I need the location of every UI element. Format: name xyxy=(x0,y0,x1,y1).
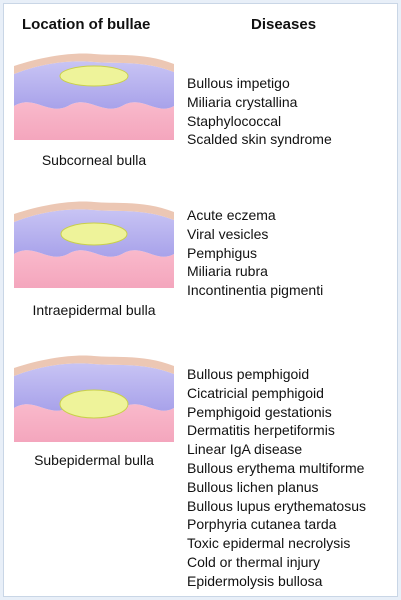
intraepidermal-caption: Intraepidermal bulla xyxy=(32,302,156,318)
bulla-shape xyxy=(60,222,128,246)
list-item: Miliaria rubra xyxy=(187,263,268,280)
list-item: Staphylococcal xyxy=(187,112,282,129)
bulla-shape xyxy=(59,65,129,87)
list-item: Viral vesicles xyxy=(187,225,269,242)
stratum-corneum-layer xyxy=(14,355,174,376)
stratum-corneum-layer xyxy=(14,53,174,74)
bulla-shape xyxy=(59,389,129,419)
subepidermal-disease-list: Bullous pemphigoid Cicatricial pemphigoi… xyxy=(187,365,366,591)
intraepidermal-bulla-diagram xyxy=(14,201,174,288)
subcorneal-caption: Subcorneal bulla xyxy=(41,152,147,168)
dermis-layer xyxy=(14,250,174,288)
list-item: Cicatricial pemphigoid xyxy=(187,384,324,401)
list-item: Bullous lichen planus xyxy=(187,478,319,495)
list-item: Epidermolysis bullosa xyxy=(187,572,323,589)
list-item: Toxic epidermal necrolysis xyxy=(187,535,351,552)
list-item: Bullous erythema multiforme xyxy=(187,459,365,476)
list-item: Cold or thermal injury xyxy=(187,553,321,570)
list-item: Bullous impetigo xyxy=(187,75,290,91)
stratum-corneum-layer xyxy=(14,201,174,222)
list-item: Linear IgA disease xyxy=(187,441,303,458)
list-item: Miliaria crystallina xyxy=(187,93,298,110)
list-item: Pemphigoid gestationis xyxy=(187,403,332,420)
location-header: Location of bullae xyxy=(22,16,151,33)
list-item: Scalded skin syndrome xyxy=(187,131,332,148)
intraepidermal-disease-list: Acute eczema Viral vesicles Pemphigus Mi… xyxy=(187,206,323,300)
subcorneal-disease-list: Bullous impetigo Miliaria crystallina St… xyxy=(187,74,332,149)
list-item: Pemphigus xyxy=(187,244,258,261)
list-item: Incontinentia pigmenti xyxy=(187,282,324,299)
dermis-layer xyxy=(14,102,174,140)
list-item: Dermatitis herpetiformis xyxy=(187,422,335,439)
diseases-header: Diseases xyxy=(251,16,317,33)
epidermis-layer xyxy=(14,363,174,411)
subepidermal-caption: Subepidermal bulla xyxy=(34,452,154,468)
list-item: Bullous lupus erythematosus xyxy=(187,497,366,514)
subepidermal-bulla-diagram xyxy=(14,355,174,442)
subcorneal-bulla-diagram xyxy=(14,53,174,140)
list-item: Porphyria cutanea tarda xyxy=(187,516,337,533)
dermis-layer xyxy=(14,404,174,442)
diagram-panel: Location of bullae Diseases Subcorneal b… xyxy=(3,3,398,597)
list-item: Acute eczema xyxy=(187,207,276,223)
list-item: Bullous pemphigoid xyxy=(187,366,310,382)
